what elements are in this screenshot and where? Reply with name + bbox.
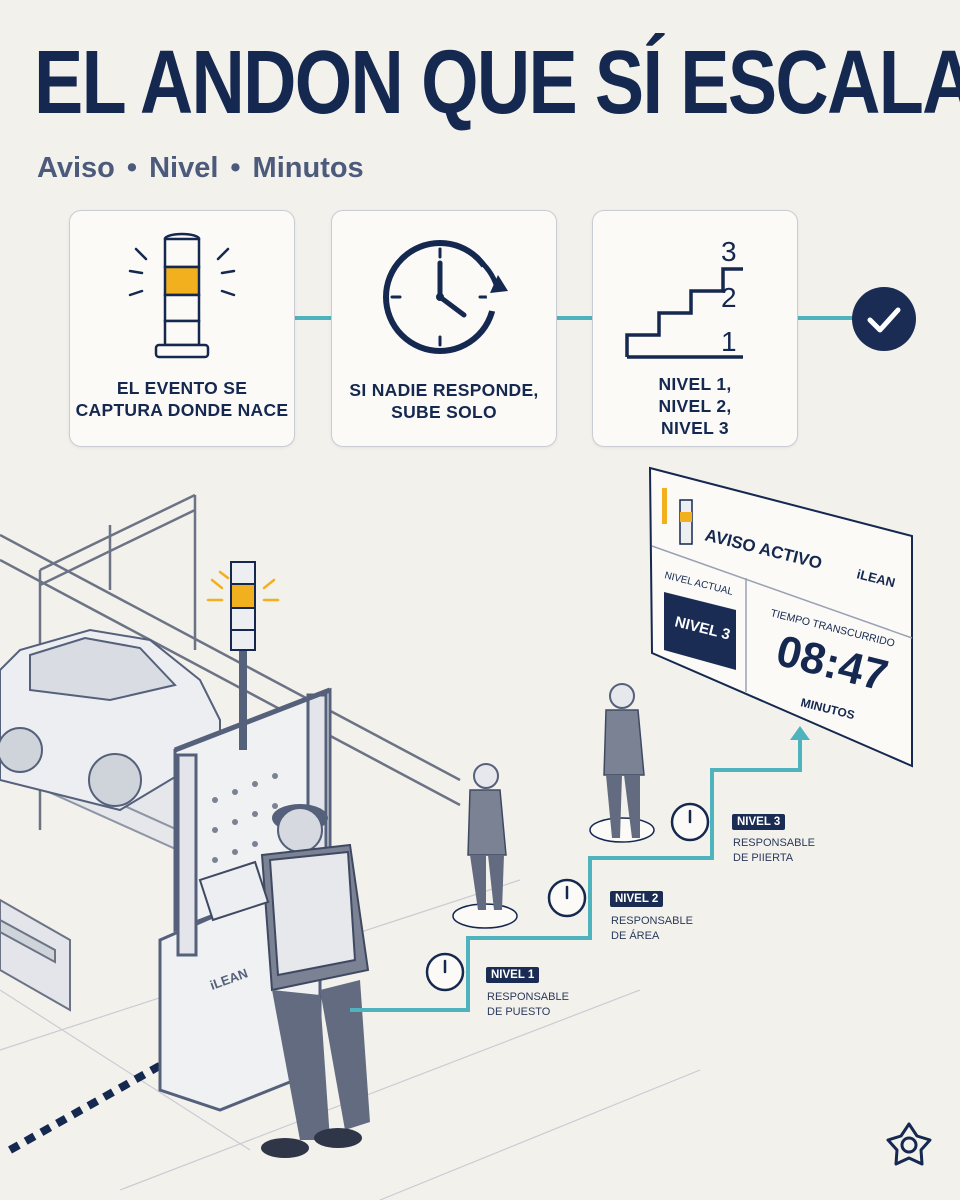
step-label-levels: NIVEL 1, NIVEL 2, NIVEL 3: [658, 374, 732, 438]
andon-light-icon: [128, 232, 236, 359]
stair-number-3: 3: [721, 236, 737, 267]
check-icon: [852, 287, 916, 351]
stairs-icon: 3 2 1: [625, 236, 743, 359]
level-1-badge: NIVEL 1: [486, 967, 540, 983]
assembly-line-illustration: iLEAN: [0, 493, 810, 1200]
stair-number-2: 2: [721, 282, 737, 313]
brand-logo-icon: [886, 1122, 932, 1166]
step-label-capture: EL EVENTO SE CAPTURA DONDE NACE: [75, 378, 289, 420]
clock-icon: [383, 240, 508, 354]
step-card-capture: EL EVENTO SE CAPTURA DONDE NACE: [69, 210, 295, 447]
step-connector: [556, 316, 594, 320]
level-3-badge: NIVEL 3: [732, 814, 786, 830]
level-2-badge: NIVEL 2: [610, 891, 664, 907]
step-connector: [293, 316, 333, 320]
escalation-path: [350, 735, 802, 1012]
step-card-escalate: SI NADIE RESPONDE, SUBE SOLO: [331, 210, 557, 447]
subtitle: Aviso • Nivel • Minutos: [37, 152, 364, 185]
stair-number-1: 1: [721, 326, 737, 357]
subtitle-nivel: Nivel: [149, 152, 219, 184]
step-label-escalate: SI NADIE RESPONDE, SUBE SOLO: [349, 380, 539, 422]
subtitle-aviso: Aviso: [37, 152, 115, 184]
subtitle-dot: •: [230, 152, 241, 184]
page-title: EL ANDON QUE SÍ ESCALA: [34, 33, 960, 133]
subtitle-minutos: Minutos: [252, 152, 364, 184]
andon-status-board: AVISO ACTIVO iLEAN NIVEL ACTUAL NIVEL 3 …: [648, 466, 913, 768]
subtitle-dot: •: [126, 152, 138, 184]
step-connector: [797, 316, 855, 320]
operator-figure: [198, 804, 370, 1158]
step-card-levels: 3 2 1 NIVEL 1, NIVEL 2, NIVEL 3: [592, 210, 798, 447]
